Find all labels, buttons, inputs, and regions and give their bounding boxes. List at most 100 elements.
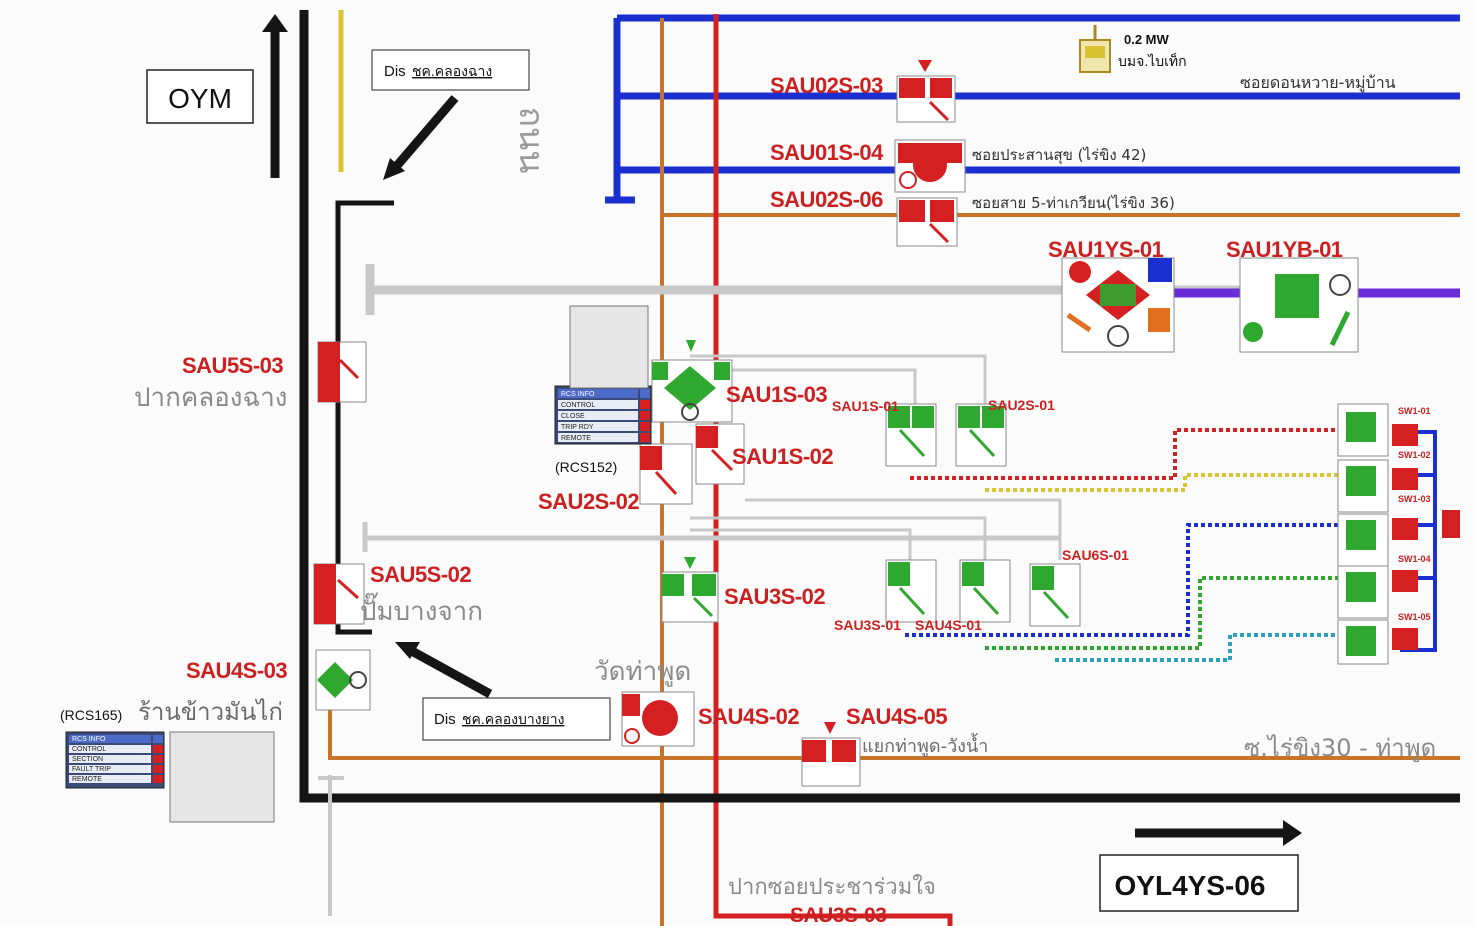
comm-line-red: [910, 428, 1340, 480]
label-sau2s-01: SAU2S-01: [988, 397, 1055, 413]
blue-feeder-line: [605, 14, 1460, 204]
switch-sau4s-01[interactable]: [959, 559, 1011, 623]
label-sau4s-01: SAU4S-01: [915, 617, 982, 633]
panel-row-label: CONTROL: [72, 746, 106, 753]
panel-row: [558, 422, 638, 431]
switch-sau2s-02[interactable]: [639, 443, 693, 505]
sub-tag-1: SW1-01: [1398, 406, 1431, 416]
label-plant: บมจ.ไบเท็ก: [1118, 52, 1187, 69]
panel-row-label: REMOTE: [561, 435, 591, 442]
sub-tag-4: SW1-04: [1398, 554, 1431, 564]
switch-sau3s-02[interactable]: [661, 557, 719, 623]
north-direction-label: OYM: [168, 83, 232, 114]
dis-top-arrow: [391, 95, 459, 171]
label-pak-soi: ปากซอยประชาร่วมใจ: [728, 874, 936, 900]
label-sau4s-03: SAU4S-03: [186, 658, 287, 683]
comm-line-green: [985, 576, 1340, 650]
label-rcs152: (RCS152): [555, 459, 617, 475]
label-sau3s-01: SAU3S-01: [834, 617, 901, 633]
label-sau5s-03: SAU5S-03: [182, 353, 283, 378]
panel-row-label: SECTION: [72, 756, 103, 763]
label-wat-tha-phut: วัดท่าพูด: [594, 657, 691, 687]
switch-sau3s-01[interactable]: [885, 559, 937, 623]
panel-row-indicator: [153, 755, 163, 763]
label-sau01s-04: SAU01S-04: [770, 140, 884, 165]
label-rcs165: (RCS165): [60, 707, 122, 723]
label-tha-phut-wangnam: แยกท่าพูด-วังน้ำ: [862, 733, 988, 757]
label-ran-khao-man-kai: ร้านข้าวมันไก่: [138, 698, 283, 726]
comm-line-yellow: [985, 473, 1340, 492]
panel-row-indicator: [153, 745, 163, 753]
switch-sau1ys-01[interactable]: [1061, 257, 1175, 353]
label-sau1s-02: SAU1S-02: [732, 444, 833, 469]
north-direction-box[interactable]: OYM: [146, 69, 254, 124]
label-sau5s-02: SAU5S-02: [370, 562, 471, 587]
gray-line-lower: [362, 522, 1060, 552]
black-main-line: [299, 10, 1460, 803]
label-sau1s-03: SAU1S-03: [726, 382, 827, 407]
sub-tag-2: SW1-02: [1398, 450, 1431, 460]
dis-bottom-arrow: [407, 646, 493, 698]
feeder-lines: [299, 10, 1460, 926]
panel-row-label: RCS INFO: [561, 391, 595, 398]
direction-arrows: [262, 14, 1302, 846]
generator-plant-icon[interactable]: [1079, 25, 1111, 73]
switch-sau2s-01[interactable]: [955, 403, 1007, 467]
panel-row-indicator: [640, 400, 650, 409]
panel-row-indicator: [153, 775, 163, 783]
comm-line-blue: [905, 523, 1340, 637]
panel-row-indicator: [640, 422, 650, 431]
panel-row-label: RCS INFO: [72, 736, 106, 743]
panel-row: [69, 745, 151, 753]
switch-sau02s-06[interactable]: [896, 197, 958, 247]
panel-row-label: CLOSE: [561, 413, 585, 420]
panel-row-indicator: [153, 765, 163, 773]
dis-bottom-callout[interactable]: Dis ชค.คลองบางยาง: [422, 697, 611, 741]
label-sau4s-05: SAU4S-05: [846, 704, 947, 729]
label-rai-khing-30: ซ.ไร่ขิง30 - ท่าพูด: [1244, 734, 1436, 763]
panel-row: [558, 389, 638, 398]
panel-row: [69, 775, 151, 783]
road-label: ถนน: [511, 106, 551, 173]
panel-row: [69, 765, 151, 773]
label-sau1ys-01: SAU1YS-01: [1048, 237, 1164, 262]
switch-sau5s-02[interactable]: [313, 563, 365, 625]
switch-sau5s-03[interactable]: [317, 341, 367, 403]
switch-sau4s-03[interactable]: [315, 649, 371, 711]
label-soi-prasat: ซอยประสานสุข (ไร่ขิง 42): [972, 146, 1146, 165]
panel-row-indicator: [640, 411, 650, 420]
dis-bottom-name: ชค.คลองบางยาง: [462, 711, 564, 727]
label-sau1s-01: SAU1S-01: [832, 398, 899, 414]
switch-sau4s-05[interactable]: [801, 722, 861, 787]
switch-sau01s-04[interactable]: [894, 139, 966, 193]
label-sau3s-02: SAU3S-02: [724, 584, 825, 609]
switch-labels: SAU02S-03 SAU01S-04 SAU02S-06 SAU1YS-01 …: [182, 73, 1343, 926]
panel-row: [558, 400, 638, 409]
switch-sau02s-03[interactable]: [896, 60, 956, 123]
switch-symbols: [313, 25, 1460, 787]
sub-switch-tags: SW1-01 SW1-02 SW1-03 SW1-04 SW1-05: [1398, 406, 1431, 622]
right-switch-stack: [1337, 403, 1460, 665]
switch-sau1yb-01[interactable]: [1239, 257, 1359, 353]
label-sau2s-02: SAU2S-02: [538, 489, 639, 514]
panel-row-indicator: [153, 735, 163, 743]
dis-top-name: ชค.คลองฉาง: [412, 63, 492, 79]
switch-sau1s-03[interactable]: [651, 340, 733, 423]
switch-sau1s-01[interactable]: [885, 403, 937, 467]
panel-row: [558, 433, 638, 442]
sub-tag-3: SW1-03: [1398, 494, 1431, 504]
label-pak-khlong-chang: ปากคลองฉาง: [134, 383, 288, 413]
east-direction-label: OYL4YS-06: [1115, 870, 1266, 901]
switch-sau6s-01[interactable]: [1029, 563, 1081, 627]
panel-row: [69, 735, 151, 743]
switch-sau4s-02[interactable]: [621, 691, 695, 747]
east-direction-box[interactable]: OYL4YS-06: [1099, 854, 1299, 912]
dis-top-callout[interactable]: Dis ชค.คลองฉาง: [371, 49, 530, 91]
dis-top-prefix: Dis: [384, 63, 406, 80]
switch-sau1s-02[interactable]: [695, 423, 745, 485]
label-sau3s-03: SAU3S-03: [790, 904, 886, 926]
label-sau4s-02: SAU4S-02: [698, 704, 799, 729]
